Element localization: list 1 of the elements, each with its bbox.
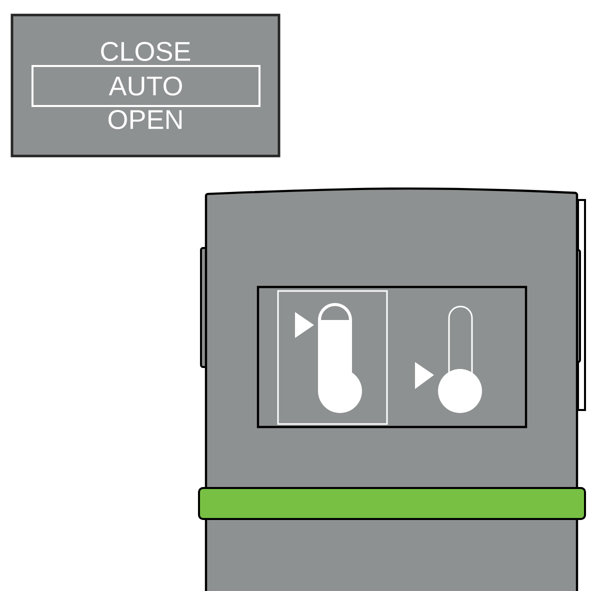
selected-option-box: AUTO (32, 65, 260, 107)
